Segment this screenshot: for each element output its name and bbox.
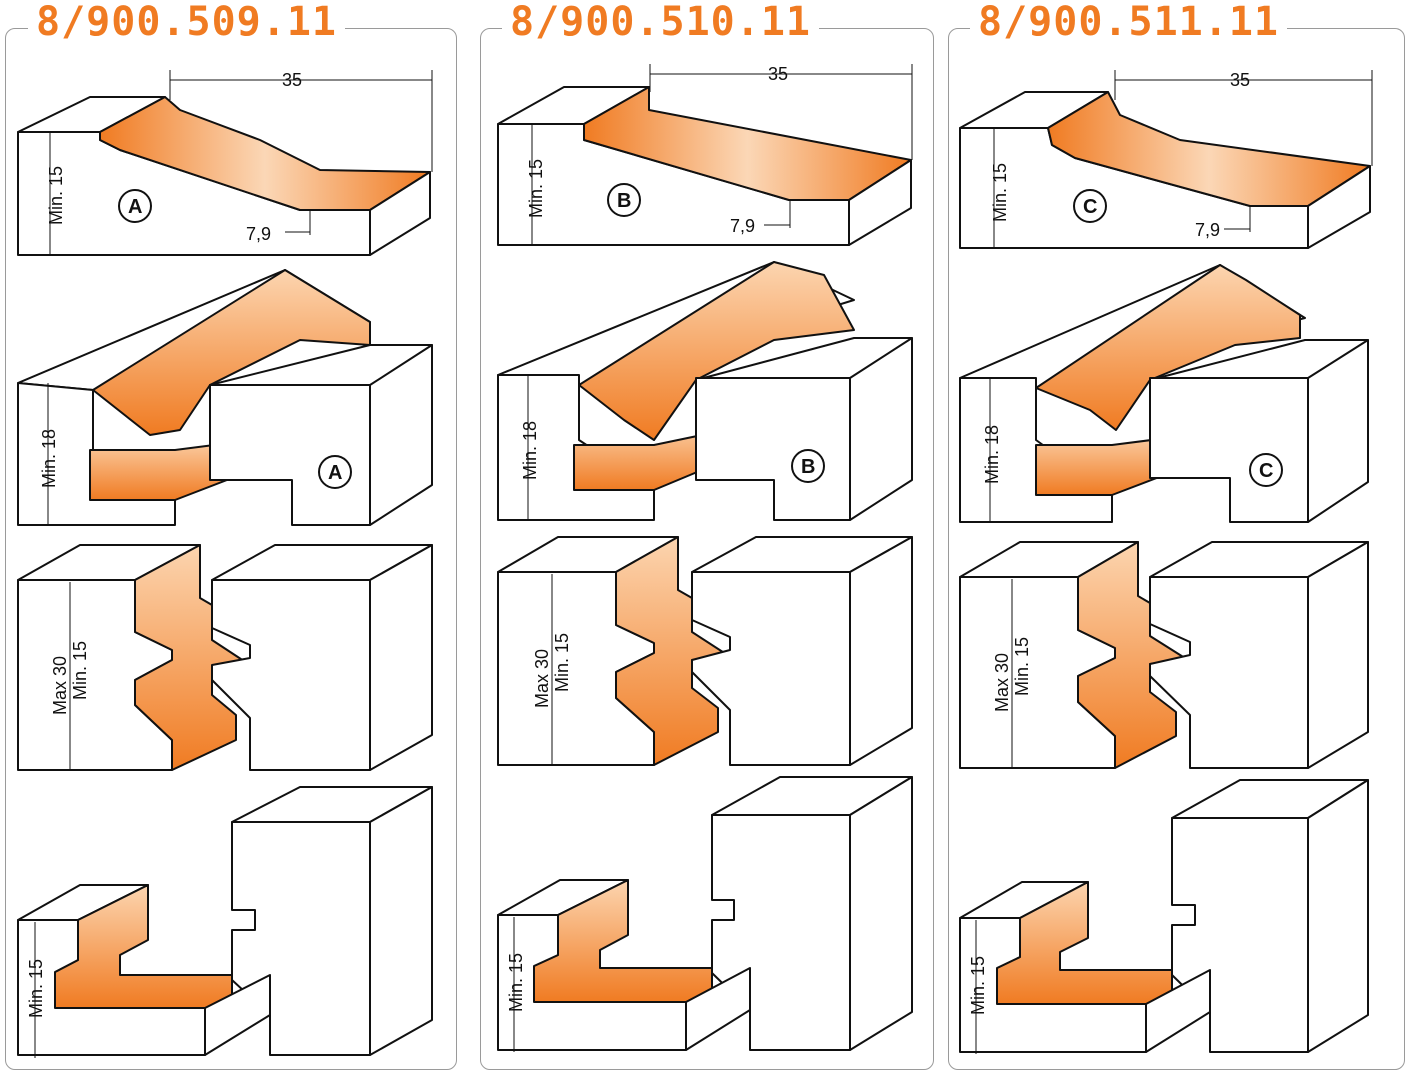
profile-badge: B — [607, 183, 641, 217]
profile-badge: A — [318, 455, 352, 489]
dim-max30: Max 30 — [50, 656, 70, 715]
dim-depth: 7,9 — [246, 224, 271, 244]
dim-min15: Min. 15 — [70, 641, 90, 700]
profile-badge: B — [791, 449, 825, 483]
panel-profile-view — [17, 96, 431, 256]
dim-min15: Min. 15 — [552, 633, 572, 692]
dim-min18: Min. 18 — [982, 425, 1002, 484]
profile-badge: C — [1249, 453, 1283, 487]
product-code: 8/900.509.11 — [28, 0, 345, 48]
product-code: 8/900.510.11 — [502, 0, 819, 48]
dim-min15: Min. 15 — [506, 953, 526, 1012]
dim-depth: 7,9 — [730, 216, 755, 236]
profile-drawing: 35 7,9 Min. 15 Min. 18 Max 30 Min. 15 Mi… — [497, 64, 913, 1052]
svg-text:C: C — [1083, 196, 1097, 218]
dim-min18: Min. 18 — [520, 421, 540, 480]
dim-max30: Max 30 — [532, 649, 552, 708]
dim-width: 35 — [768, 64, 788, 84]
rail-stile-view — [959, 264, 1369, 523]
dim-max30: Max 30 — [992, 653, 1012, 712]
tongue-groove-view — [497, 536, 913, 766]
dim-min15: Min. 15 — [990, 163, 1010, 222]
product-column-3: 8/900.511.11 — [940, 0, 1410, 1072]
product-code: 8/900.511.11 — [970, 0, 1287, 48]
rebate-joint-view — [17, 786, 433, 1056]
profile-badge: A — [118, 189, 152, 223]
dim-min15: Min. 15 — [526, 159, 546, 218]
panel-profile-view — [497, 86, 912, 246]
product-column-1: 8/900.509.11 — [0, 0, 470, 1072]
dim-depth: 7,9 — [1195, 220, 1220, 240]
panel-profile-view — [959, 91, 1371, 249]
svg-text:C: C — [1259, 460, 1273, 482]
rebate-joint-view — [497, 776, 913, 1051]
tongue-groove-view — [17, 544, 433, 771]
dim-width: 35 — [282, 70, 302, 90]
dim-min18: Min. 18 — [39, 429, 59, 488]
svg-text:A: A — [128, 196, 142, 218]
rail-stile-view — [497, 261, 913, 521]
dim-min15: Min. 15 — [968, 956, 988, 1015]
dim-min15: Min. 15 — [46, 166, 66, 225]
dim-width: 35 — [1230, 70, 1250, 90]
svg-text:B: B — [801, 456, 815, 478]
dim-min15: Min. 15 — [26, 959, 46, 1018]
svg-text:A: A — [328, 462, 342, 484]
profile-badge: C — [1073, 189, 1107, 223]
rebate-joint-view — [959, 779, 1369, 1053]
profile-drawing: 35 7,9 Min. 15 Min. 18 Max 30 Min. 15 Mi… — [17, 70, 433, 1058]
profile-drawing: 35 7,9 Min. 15 Min. 18 Max 30 Min. 15 Mi… — [959, 70, 1373, 1054]
tongue-groove-view — [959, 541, 1369, 769]
product-column-2: 8/900.510.11 — [474, 0, 944, 1072]
svg-text:B: B — [617, 190, 631, 212]
dim-min15: Min. 15 — [1012, 637, 1032, 696]
rail-stile-view — [17, 269, 433, 526]
